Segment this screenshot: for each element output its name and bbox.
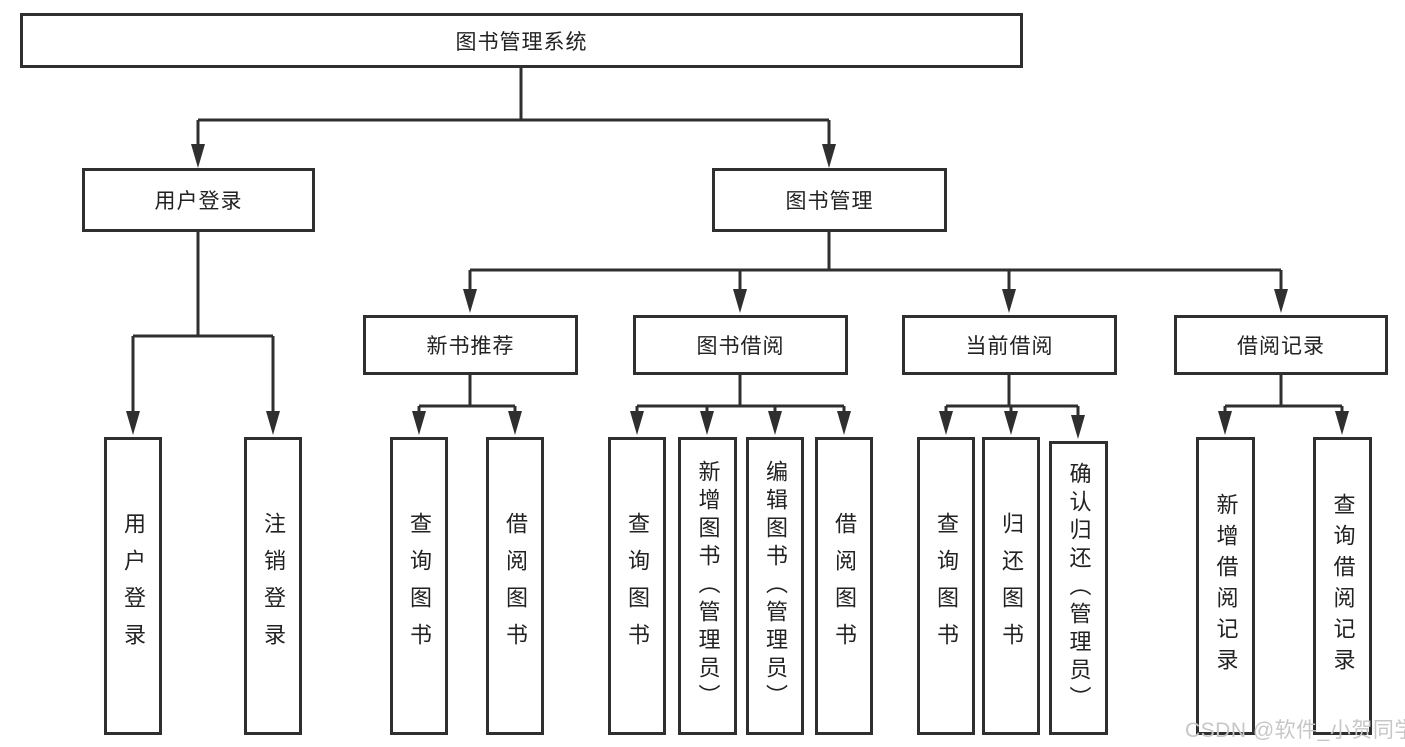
- leaf-return-books-label: 归还图书: [999, 512, 1024, 660]
- leaf-edit-books-admin: 编辑图书（管理员）: [746, 437, 804, 735]
- leaf-query-books-current: 查询图书: [917, 437, 975, 735]
- leaf-user-login: 用户登录: [104, 437, 162, 735]
- leaf-add-books-admin-label: 新增图书（管理员）: [695, 460, 721, 712]
- node-book-management-label: 图书管理: [785, 190, 874, 213]
- leaf-query-books-borrowing-label: 查询图书: [625, 512, 650, 660]
- node-book-borrowing: 图书借阅: [633, 315, 848, 375]
- leaf-return-books: 归还图书: [982, 437, 1040, 735]
- node-new-book-recommendation: 新书推荐: [363, 315, 578, 375]
- leaf-borrow-books-recommend: 借阅图书: [486, 437, 544, 735]
- node-user-login: 用户登录: [82, 168, 315, 232]
- node-current-borrowing: 当前借阅: [902, 315, 1117, 375]
- root-node-library-management-system: 图书管理系统: [20, 13, 1023, 68]
- leaf-query-books-borrowing: 查询图书: [608, 437, 666, 735]
- leaf-borrow-books: 借阅图书: [815, 437, 873, 735]
- leaf-add-books-admin: 新增图书（管理员）: [678, 437, 737, 735]
- leaf-query-borrow-record: 查询借阅记录: [1313, 437, 1372, 735]
- node-current-borrowing-label: 当前借阅: [965, 335, 1054, 358]
- root-node-label: 图书管理系统: [455, 30, 588, 54]
- leaf-add-borrow-record-label: 新增借阅记录: [1213, 493, 1239, 679]
- node-book-borrowing-label: 图书借阅: [696, 335, 785, 358]
- node-user-login-label: 用户登录: [154, 190, 243, 213]
- leaf-user-login-label: 用户登录: [121, 512, 146, 660]
- csdn-watermark: CSDN @软件_小贺同学: [1185, 719, 1405, 742]
- node-borrowing-records-label: 借阅记录: [1237, 335, 1325, 358]
- leaf-borrow-books-label: 借阅图书: [832, 512, 857, 660]
- leaf-query-books-recommend-label: 查询图书: [407, 512, 432, 660]
- leaf-borrow-books-recommend-label: 借阅图书: [503, 512, 528, 660]
- leaf-query-books-recommend: 查询图书: [390, 437, 448, 735]
- node-borrowing-records: 借阅记录: [1174, 315, 1388, 375]
- leaf-logout-label: 注销登录: [261, 512, 286, 660]
- leaf-query-borrow-record-label: 查询借阅记录: [1330, 493, 1356, 679]
- leaf-confirm-return-admin: 确认归还（管理员）: [1049, 441, 1108, 735]
- leaf-edit-books-admin-label: 编辑图书（管理员）: [763, 460, 788, 712]
- node-new-book-recommendation-label: 新书推荐: [426, 335, 515, 358]
- leaf-confirm-return-admin-label: 确认归还（管理员）: [1066, 462, 1092, 714]
- leaf-logout: 注销登录: [244, 437, 302, 735]
- leaf-add-borrow-record: 新增借阅记录: [1196, 437, 1255, 735]
- node-book-management: 图书管理: [712, 168, 947, 232]
- leaf-query-books-current-label: 查询图书: [934, 512, 959, 660]
